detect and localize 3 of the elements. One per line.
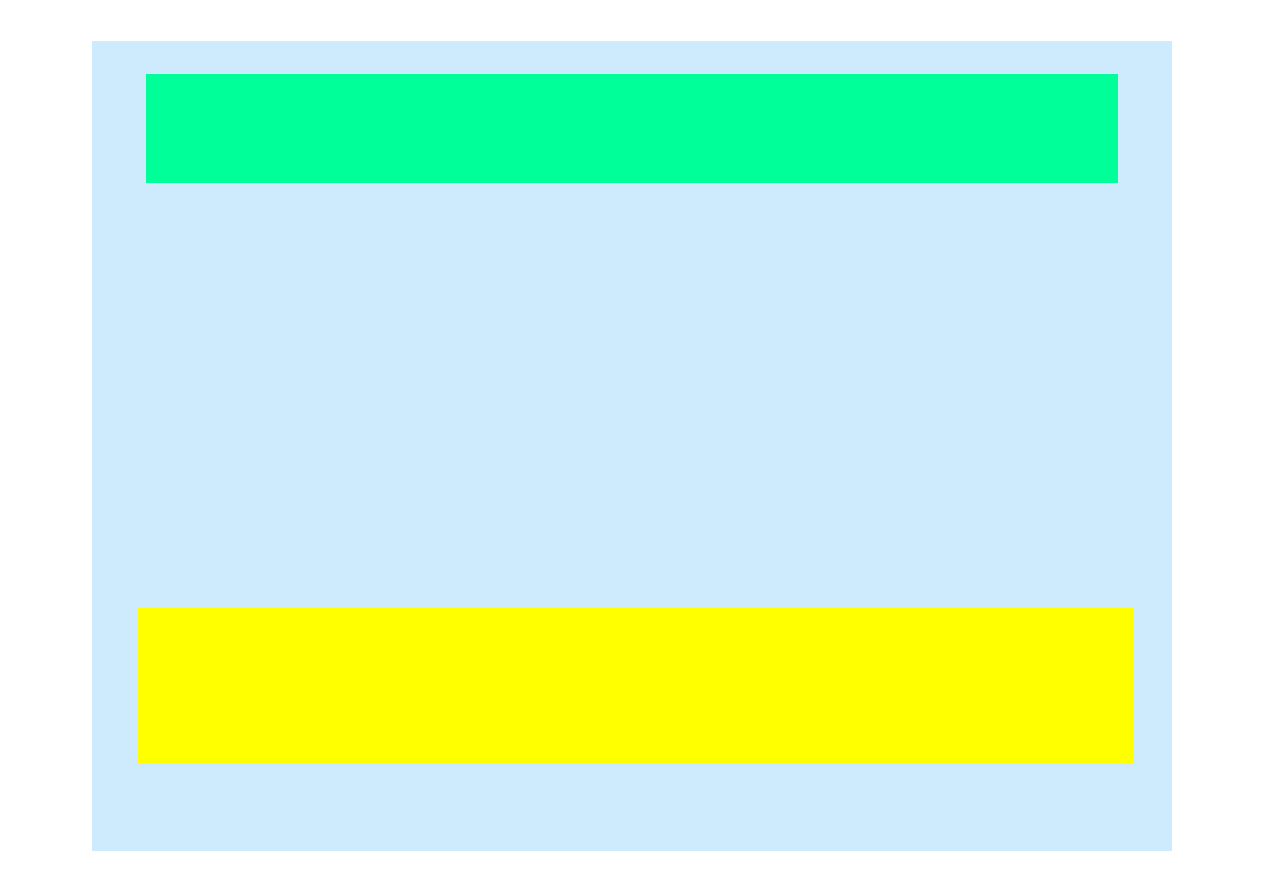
panel [92,41,1172,851]
panel [138,608,1134,764]
panel [146,74,1118,183]
